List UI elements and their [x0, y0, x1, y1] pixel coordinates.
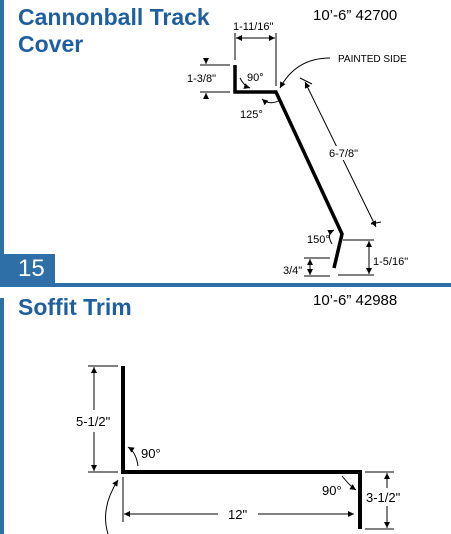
dim-right-height: 3-1/2": [365, 471, 401, 530]
section-title-line-1: Cannonball Track: [18, 4, 210, 30]
dim-bottom-width-label: 12": [228, 507, 247, 522]
angle-90-soffit-left-label: 90°: [141, 446, 161, 461]
angle-125-label: 125°: [240, 109, 263, 121]
dim-slant-length-label: 6-7/8": [329, 148, 358, 160]
section-code-cannonball: 10’-6” 42700: [313, 7, 398, 24]
cannonball-profile: [233, 65, 344, 269]
angle-90-soffit-left: 90°: [127, 446, 161, 467]
dim-hem-right-label: 1-5/16": [373, 256, 408, 268]
angle-125: 125°: [240, 98, 281, 121]
painted-side-callout: PAINTED SIDE: [279, 54, 407, 89]
left-accent-rule-top: [0, 0, 4, 258]
dim-top-width: 1-11/16": [233, 21, 277, 86]
dim-slant-length: 6-7/8": [299, 77, 382, 228]
section-title-cannonball-track-cover: Cannonball Track Cover: [18, 4, 228, 58]
angle-90-soffit-right: 90°: [322, 475, 357, 498]
section-title-soffit-trim: Soffit Trim: [18, 294, 132, 320]
section-title-line-2: Cover: [18, 31, 84, 57]
dim-left-height-cannonball: 1-3/8": [187, 58, 230, 99]
dim-left-height-soffit: 5-1/2": [76, 365, 118, 473]
dim-right-height-label: 3-1/2": [366, 490, 401, 505]
angle-150: 150°: [307, 229, 335, 246]
dim-hem-left: 3/4": [283, 257, 330, 277]
soffit-painted-side-leader: [105, 479, 119, 534]
dim-bottom-width: 12": [122, 477, 354, 522]
angle-90-soffit-right-label: 90°: [322, 483, 342, 498]
angle-90-top: 90°: [239, 72, 264, 89]
left-accent-rule-bottom: [0, 298, 4, 534]
dim-soffit-left-height-label: 5-1/2": [76, 414, 111, 429]
angle-90-top-label: 90°: [247, 72, 264, 84]
profile-panel-soffit-trim: [0, 287, 451, 534]
angle-150-label: 150°: [307, 234, 330, 246]
section-divider: [0, 283, 451, 287]
section-code-soffit: 10’-6” 42988: [313, 292, 398, 309]
painted-side-label: PAINTED SIDE: [338, 54, 407, 65]
dim-top-width-label: 1-11/16": [233, 21, 273, 33]
dim-hem-left-label: 3/4": [283, 265, 302, 277]
dim-hem-right: 1-5/16": [338, 239, 408, 276]
section-number-badge: 15: [0, 254, 55, 283]
dim-left-height-label: 1-3/8": [187, 73, 216, 85]
soffit-profile: [121, 366, 362, 529]
